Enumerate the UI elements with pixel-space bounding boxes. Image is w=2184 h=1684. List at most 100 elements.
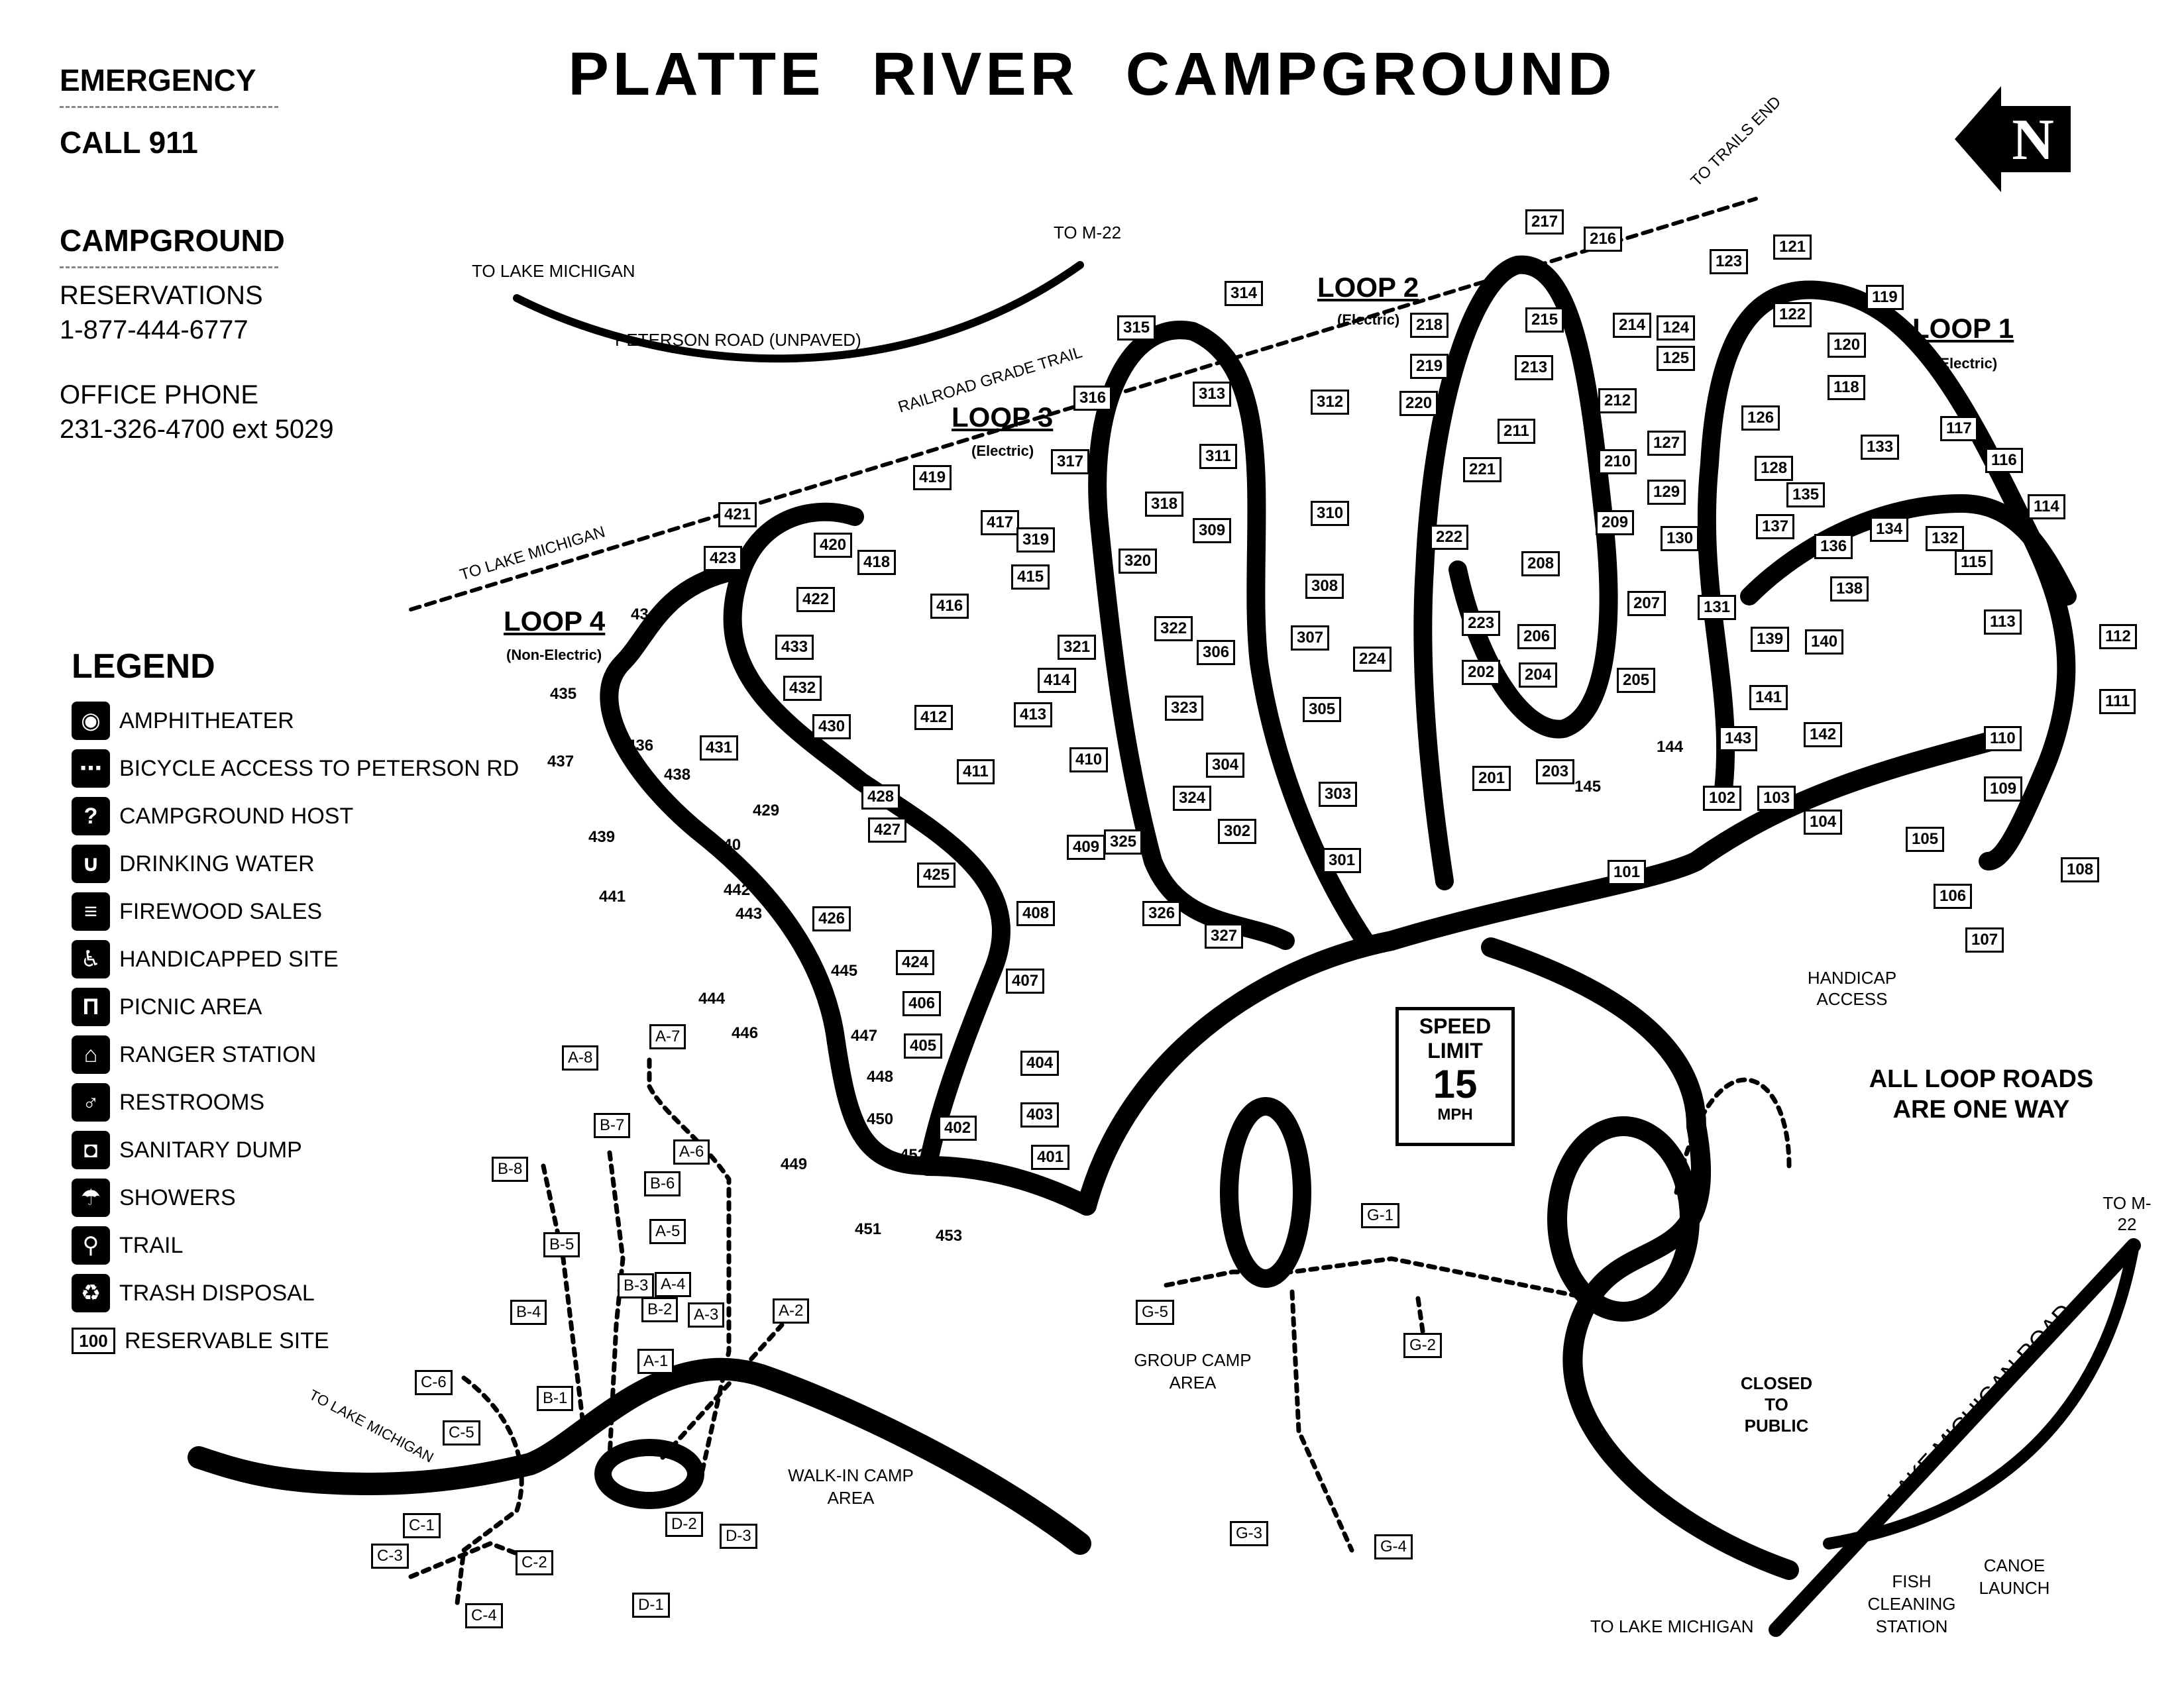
campsite-138: 138 xyxy=(1830,576,1869,602)
drinking-water-icon: ∪ xyxy=(72,845,110,883)
campsite-113: 113 xyxy=(1984,609,2022,635)
campsite-122: 122 xyxy=(1773,302,1812,327)
campsite-212: 212 xyxy=(1598,388,1637,413)
legend-label: BICYCLE ACCESS TO PETERSON RD xyxy=(119,755,519,781)
campsite-420: 420 xyxy=(814,533,853,558)
campsite-426: 426 xyxy=(812,906,851,931)
walkin-site-a-1: A-1 xyxy=(637,1349,675,1374)
walkin-site-a-7: A-7 xyxy=(649,1024,686,1049)
loop-1-sub: (Electric) xyxy=(1935,355,1998,372)
loop-3-name: LOOP 3 xyxy=(952,401,1054,433)
campsite-218: 218 xyxy=(1410,313,1449,338)
trail-icon: ⚲ xyxy=(72,1226,110,1265)
campsite-419: 419 xyxy=(913,465,952,490)
campsite-449: 449 xyxy=(781,1155,808,1173)
campsite-224: 224 xyxy=(1353,647,1392,672)
campground-heading: CAMPGROUND xyxy=(60,223,285,258)
legend-label: RESERVABLE SITE xyxy=(125,1328,329,1353)
campsite-221: 221 xyxy=(1463,457,1502,482)
campsite-216: 216 xyxy=(1584,227,1623,252)
reservable-site-icon: 100 xyxy=(72,1328,115,1354)
one-way-note: ALL LOOP ROADS ARE ONE WAY xyxy=(1869,1065,2094,1124)
campsite-428: 428 xyxy=(861,784,901,810)
walkin-site-b-3: B-3 xyxy=(618,1273,655,1298)
walkin-site-a-5: A-5 xyxy=(649,1219,686,1244)
walk-in-trails xyxy=(408,1057,1792,1606)
campsite-214: 214 xyxy=(1613,313,1652,338)
campsite-433: 433 xyxy=(775,635,814,660)
campsite-319: 319 xyxy=(1016,527,1056,553)
campsite-110: 110 xyxy=(1984,726,2022,751)
campsite-448: 448 xyxy=(867,1068,894,1086)
lake-michigan-road xyxy=(1769,1238,2141,1637)
campsite-127: 127 xyxy=(1647,431,1686,456)
handicap-access-label: HANDICAP ACCESS xyxy=(1807,968,1897,1009)
campsite-453: 453 xyxy=(936,1227,963,1245)
campsite-445: 445 xyxy=(831,962,858,980)
campsite-205: 205 xyxy=(1617,668,1656,693)
campsite-204: 204 xyxy=(1519,662,1558,688)
campsite-111: 111 xyxy=(2099,689,2136,714)
campsite-413: 413 xyxy=(1014,702,1053,727)
speed-line1: SPEED xyxy=(1419,1014,1492,1038)
legend-title: LEGEND xyxy=(72,647,215,686)
walkin-site-d-3: D-3 xyxy=(720,1524,757,1549)
campsite-125: 125 xyxy=(1657,346,1696,371)
campsite-117: 117 xyxy=(1940,416,1978,441)
walkin-site-d-1: D-1 xyxy=(632,1593,670,1618)
to-m22-label: TO M-22 xyxy=(1054,223,1122,242)
hub-road-2 xyxy=(918,1156,1097,1216)
walk-in-label: WALK-IN CAMP AREA xyxy=(788,1465,914,1508)
loop-1-name: LOOP 1 xyxy=(1912,313,2014,344)
campsite-424: 424 xyxy=(896,950,935,975)
legend-label: RANGER STATION xyxy=(119,1041,317,1067)
campsite-323: 323 xyxy=(1165,696,1204,721)
legend-row: ≡FIREWOOD SALES xyxy=(72,888,519,935)
walkin-site-b-8: B-8 xyxy=(492,1157,529,1182)
campsite-315: 315 xyxy=(1117,315,1156,341)
walkin-site-g-4: G-4 xyxy=(1374,1534,1413,1559)
campsite-438: 438 xyxy=(664,766,691,784)
legend-label: CAMPGROUND HOST xyxy=(119,803,354,829)
legend-row: ∪DRINKING WATER xyxy=(72,840,519,888)
divider xyxy=(60,106,278,108)
north-letter: N xyxy=(2012,108,2054,172)
showers-icon: ☂ xyxy=(72,1179,110,1217)
campsite-405: 405 xyxy=(904,1033,943,1059)
campsite-414: 414 xyxy=(1038,668,1077,693)
legend-row: ♻TRASH DISPOSAL xyxy=(72,1269,519,1317)
campsite-134: 134 xyxy=(1870,517,1909,542)
lake-michigan-road-arc xyxy=(1823,1239,2140,1550)
campsite-407: 407 xyxy=(1006,969,1045,994)
campsite-408: 408 xyxy=(1016,901,1056,926)
campsite-409: 409 xyxy=(1067,835,1106,860)
campsite-119: 119 xyxy=(1866,285,1904,310)
campsite-317: 317 xyxy=(1051,449,1090,474)
campsite-439: 439 xyxy=(588,828,616,846)
campsite-143: 143 xyxy=(1719,726,1758,751)
speed-value: 15 xyxy=(1433,1062,1478,1106)
to-m22-right-label: TO M-22 xyxy=(2102,1193,2152,1234)
emergency-heading: EMERGENCY xyxy=(60,63,256,97)
loop-3-sub: (Electric) xyxy=(971,443,1034,459)
legend-label: HANDICAPPED SITE xyxy=(119,946,339,972)
loop-4-road xyxy=(600,502,1010,1175)
legend-row: ♿HANDICAPPED SITE xyxy=(72,935,519,983)
campsite-436: 436 xyxy=(627,737,654,755)
legend-row: ⚲TRAIL xyxy=(72,1222,519,1269)
campsite-118: 118 xyxy=(1828,375,1865,400)
campsite-114: 114 xyxy=(2028,494,2065,519)
campsite-425: 425 xyxy=(917,863,956,888)
campsite-120: 120 xyxy=(1828,333,1867,358)
campsite-104: 104 xyxy=(1804,810,1843,835)
campsite-131: 131 xyxy=(1698,595,1737,620)
campsite-223: 223 xyxy=(1462,611,1501,636)
campsite-209: 209 xyxy=(1596,510,1635,535)
campsite-421: 421 xyxy=(718,502,757,527)
campsite-303: 303 xyxy=(1319,782,1358,807)
reservations-label: RESERVATIONS xyxy=(60,281,263,310)
campsite-129: 129 xyxy=(1647,480,1686,505)
campsite-434: 434 xyxy=(631,605,658,623)
